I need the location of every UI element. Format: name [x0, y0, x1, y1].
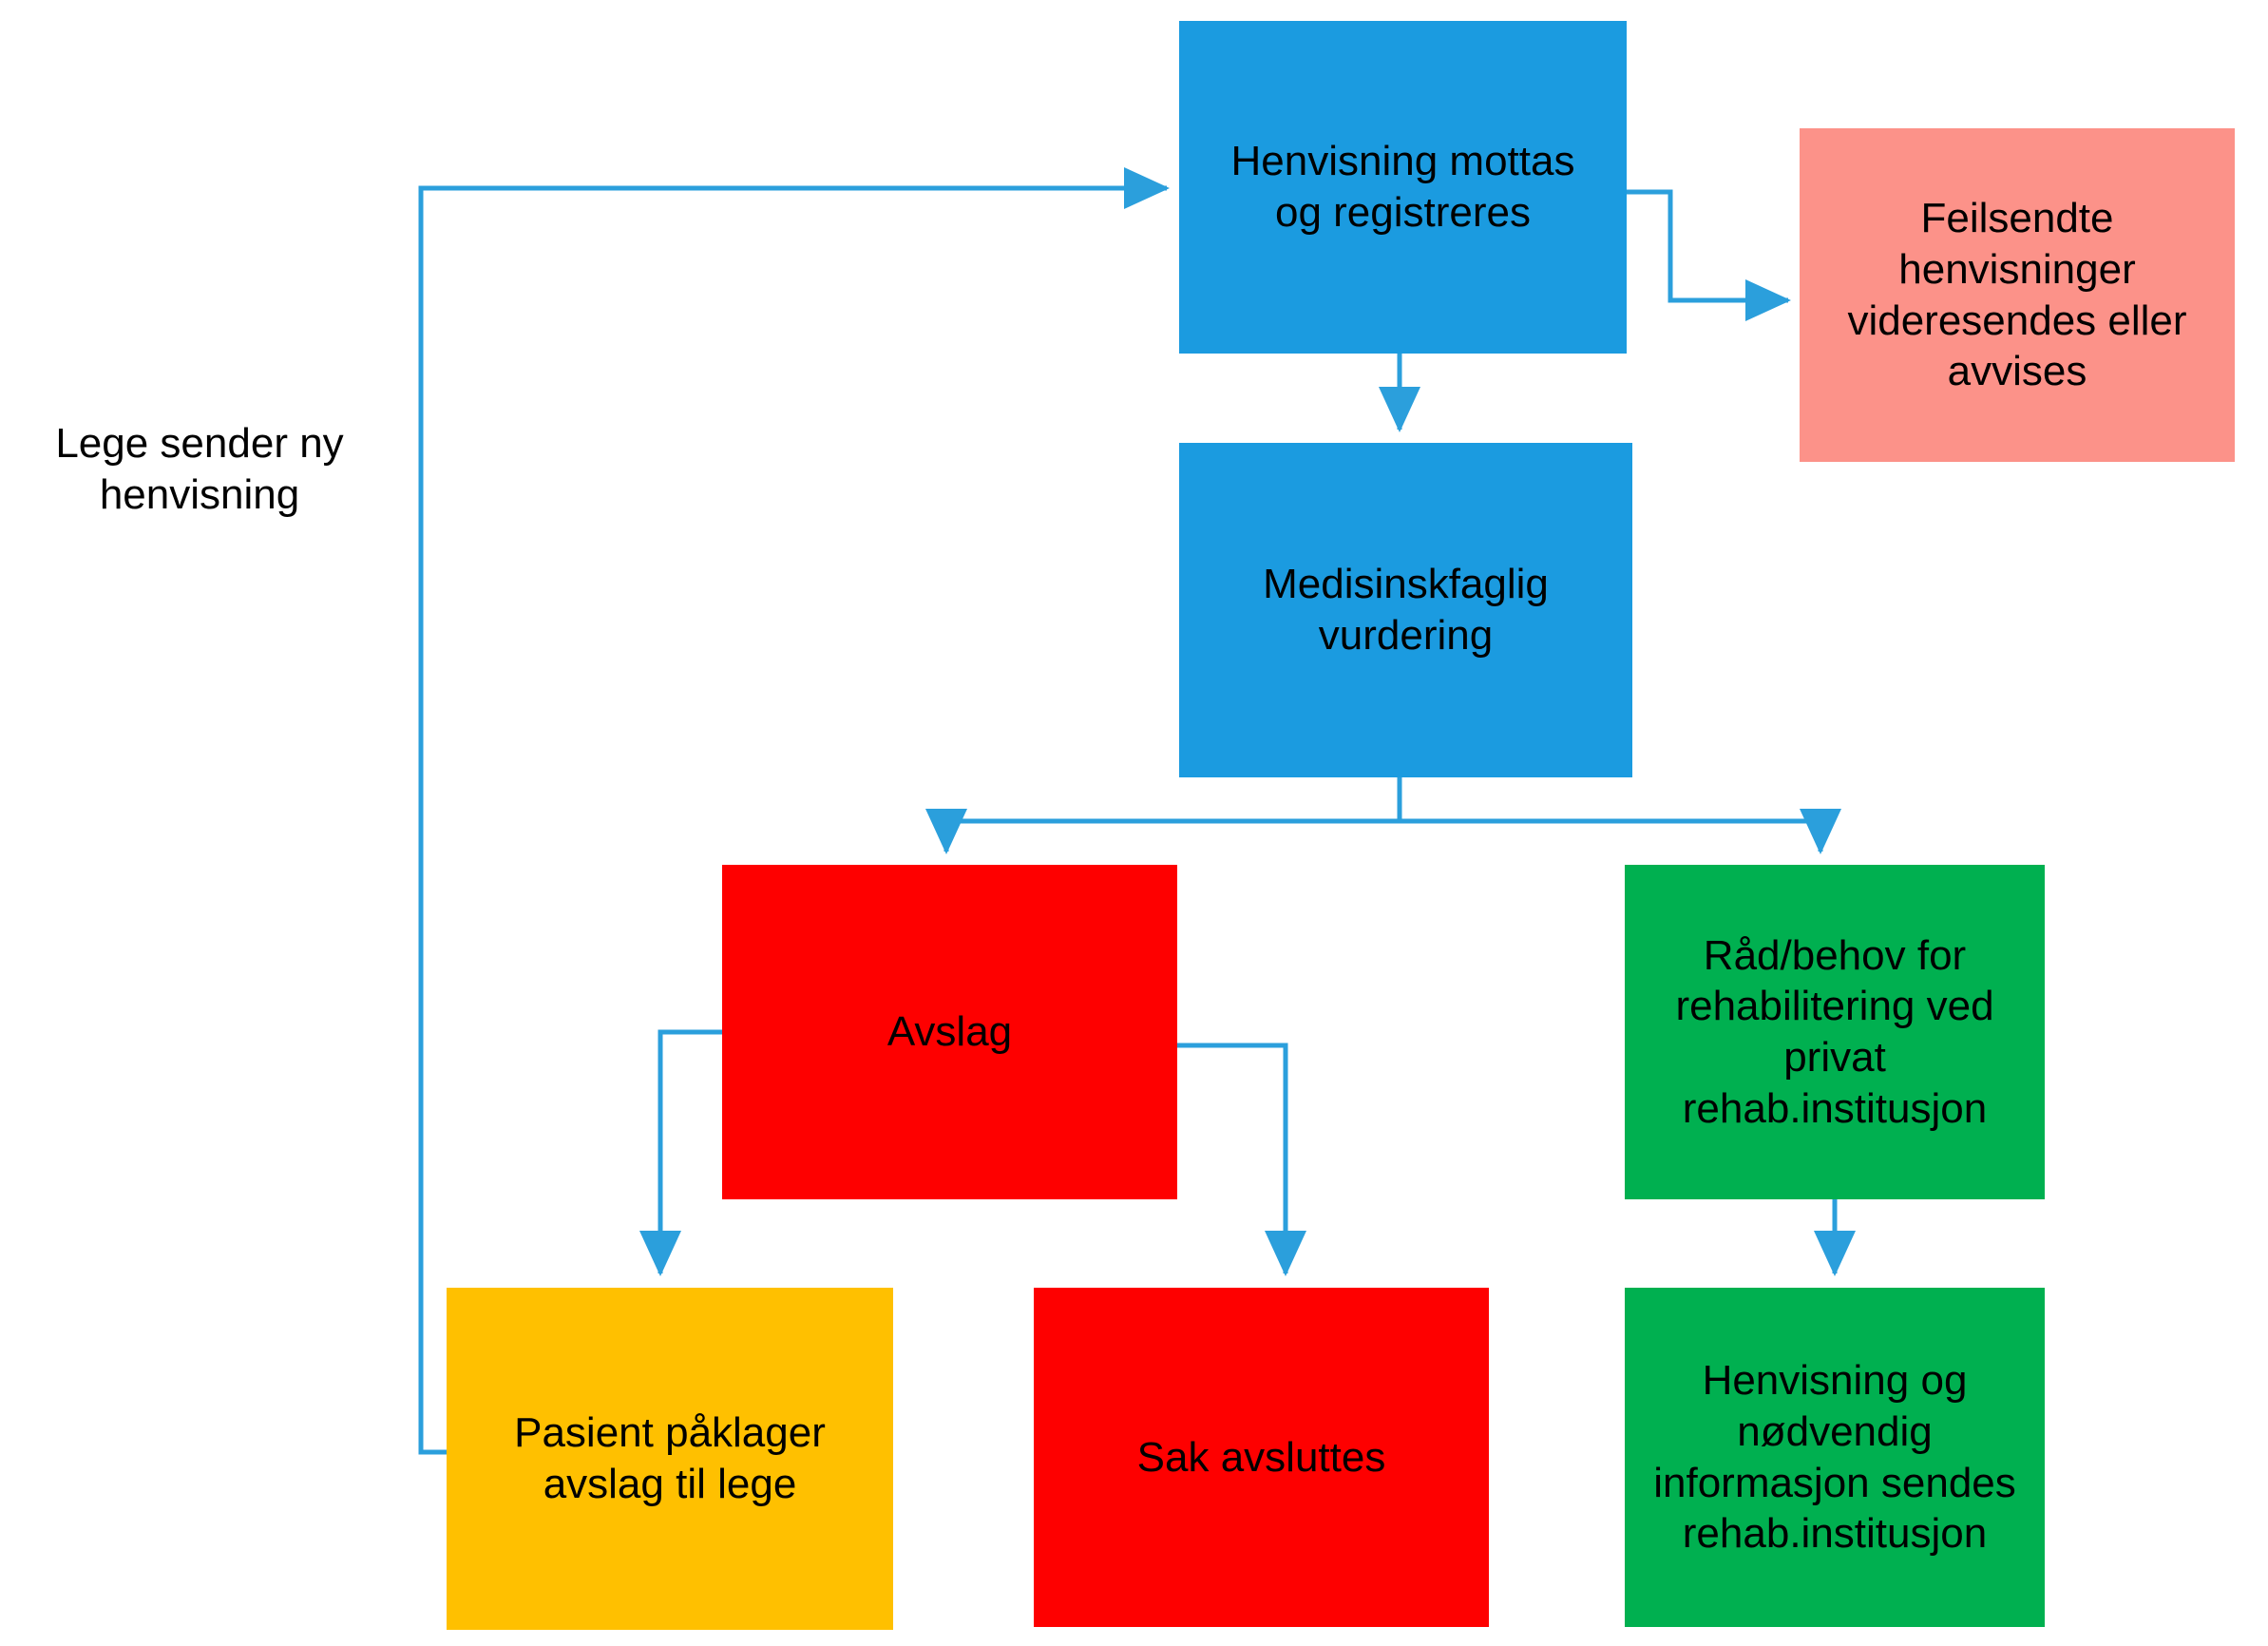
label-lege-sender-ny-henvisning: Lege sender ny henvisning [55, 420, 344, 518]
node-pasient-paklager-avslag[interactable]: Pasient påklager avslag til lege [447, 1288, 893, 1630]
node-henvisning-mottas[interactable]: Henvisning mottas og registreres [1179, 21, 1627, 354]
node-sak-avsluttes[interactable]: Sak avsluttes [1034, 1288, 1489, 1627]
node-feilsendte-henvisninger[interactable]: Feilsendte henvisninger videresendes ell… [1800, 128, 2235, 462]
edge-pasient-to-henvisning [418, 167, 1170, 1455]
node-avslag[interactable]: Avslag [722, 865, 1177, 1199]
edge-avslag-to-sak [1177, 1043, 1306, 1276]
edge-henvisning-to-feilsendte [1627, 189, 1791, 321]
node-henvisning-og-nodvendig-info[interactable]: Henvisning og nødvendig informasjon send… [1625, 1288, 2045, 1627]
node-rad-behov-rehabilitering[interactable]: Råd/behov for rehabilitering ved privat … [1625, 865, 2045, 1199]
edge-avslag-to-pasient [639, 1029, 722, 1276]
node-medisinskfaglig-vurdering[interactable]: Medisinskfaglig vurdering [1179, 443, 1632, 777]
